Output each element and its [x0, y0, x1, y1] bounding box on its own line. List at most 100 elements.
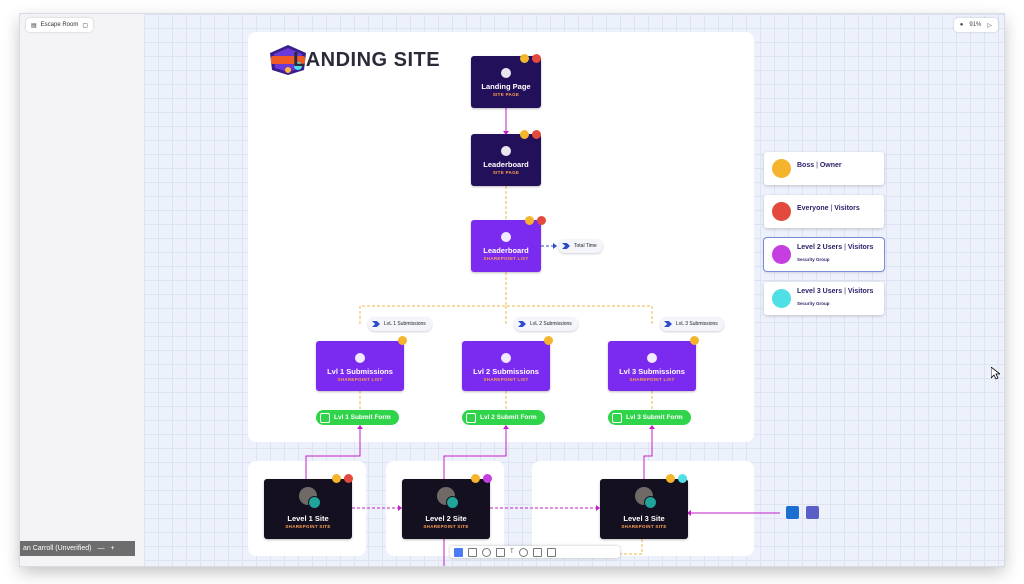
- cursor-icon: [991, 367, 1000, 380]
- connectors: [305, 108, 780, 566]
- node-level1-site[interactable]: Level 1 Site SHAREPOINT SITE: [264, 479, 352, 539]
- node-title: Leaderboard: [483, 246, 529, 255]
- more-tools-icon[interactable]: [546, 547, 556, 557]
- present-icon[interactable]: ▷: [987, 22, 992, 29]
- select-tool-icon[interactable]: [454, 547, 463, 557]
- flow-arrow-icon: [664, 321, 672, 327]
- tab-title[interactable]: Escape Room: [40, 22, 79, 28]
- outlook-icon[interactable]: [786, 506, 799, 519]
- node-title: Level 2 Site: [425, 514, 467, 523]
- connector-site1-form: [305, 426, 361, 479]
- node-subtitle: SHAREPOINT LIST: [483, 377, 529, 382]
- node-subtitle: SITE PAGE: [492, 92, 520, 97]
- legend-sub: Security Group: [797, 257, 830, 262]
- lvl1-submit-form[interactable]: Lvl 1 Submit Form: [316, 410, 399, 425]
- node-level3-site[interactable]: Level 3 Site SHAREPOINT SITE: [600, 479, 688, 539]
- sharepoint-icon: [446, 496, 459, 509]
- zoom-level[interactable]: 91%: [969, 22, 982, 28]
- owner-badge: [525, 216, 534, 225]
- flow-lvl3[interactable]: LvL 3 Submissions: [660, 317, 724, 331]
- owner-badge: [398, 336, 407, 345]
- people-icon: [772, 289, 791, 308]
- drawing-toolbar[interactable]: T: [450, 546, 620, 558]
- node-title: Level 3 Site: [623, 514, 665, 523]
- avatar-icon[interactable]: ●: [959, 22, 964, 28]
- plus-icon[interactable]: +: [110, 545, 115, 552]
- owner-badge: [520, 130, 529, 139]
- node-title: Lvl 1 Submissions: [327, 367, 393, 376]
- shape-tool-icon[interactable]: [482, 547, 491, 557]
- node-subtitle: SHAREPOINT LIST: [483, 256, 529, 261]
- page-icon: [501, 146, 511, 156]
- connector-site2-form: [443, 426, 507, 479]
- node-title: Landing Page: [481, 82, 531, 91]
- view-controls[interactable]: ● 91% ▷: [953, 18, 998, 32]
- legend-label: Everyone | Visitors: [797, 205, 860, 212]
- page-title: LANDING SITE: [293, 49, 441, 71]
- app-menu-icon[interactable]: ▤: [31, 22, 37, 29]
- node-subtitle: SHAREPOINT LIST: [629, 377, 675, 382]
- minus-icon[interactable]: —: [97, 545, 105, 552]
- frame-tool-icon[interactable]: [468, 547, 477, 557]
- level3-users-badge: [678, 474, 687, 483]
- node-title: Lvl 2 Submissions: [473, 367, 539, 376]
- legend-label: Level 3 Users | Visitors: [797, 288, 874, 295]
- flow-lvl1[interactable]: LvL 1 Submissions: [368, 317, 432, 331]
- lvl2-submit-form[interactable]: Lvl 2 Submit Form: [462, 410, 545, 425]
- everyone-badge: [532, 54, 541, 63]
- form-label: Lvl 2 Submit Form: [480, 414, 537, 421]
- list-icon: [647, 353, 657, 363]
- pen-tool-icon[interactable]: [496, 547, 505, 557]
- text-tool-icon[interactable]: T: [510, 549, 514, 555]
- node-level2-site[interactable]: Level 2 Site SHAREPOINT SITE: [402, 479, 490, 539]
- node-subtitle: SHAREPOINT LIST: [337, 377, 383, 382]
- legend-level3-users[interactable]: Level 3 Users | Visitors Security Group: [764, 282, 884, 315]
- flow-label: Total Time: [574, 243, 597, 249]
- list-icon: [501, 232, 511, 242]
- app-window: ▤ Escape Room ▢ an Carroll (Unverified) …: [20, 14, 1004, 566]
- flow-lvl2[interactable]: LvL 2 Submissions: [514, 317, 578, 331]
- node-lvl2-submissions[interactable]: Lvl 2 Submissions SHAREPOINT LIST: [462, 341, 550, 391]
- node-lvl1-submissions[interactable]: Lvl 1 Submissions SHAREPOINT LIST: [316, 341, 404, 391]
- legend-level2-users[interactable]: Level 2 Users | Visitors Security Group: [763, 237, 885, 272]
- node-subtitle: SHAREPOINT SITE: [621, 524, 667, 529]
- flow-label: LvL 3 Submissions: [676, 321, 718, 327]
- flow-label: LvL 1 Submissions: [384, 321, 426, 327]
- comment-tool-icon[interactable]: [518, 547, 528, 557]
- lvl3-submit-form[interactable]: Lvl 3 Submit Form: [608, 410, 691, 425]
- node-leaderboard-list[interactable]: Leaderboard SHAREPOINT LIST: [471, 220, 541, 272]
- connector-site3-down: [612, 539, 643, 555]
- flow-arrow-icon: [372, 321, 380, 327]
- site-avatar: [437, 487, 459, 509]
- sharepoint-icon: [308, 496, 321, 509]
- tab-bar[interactable]: ▤ Escape Room ▢: [26, 18, 94, 32]
- node-subtitle: SHAREPOINT SITE: [285, 524, 331, 529]
- node-leaderboard-page[interactable]: Leaderboard SITE PAGE: [471, 134, 541, 186]
- level2-users-badge: [483, 474, 492, 483]
- flow-total-time[interactable]: Total Time: [558, 239, 603, 253]
- legend-everyone-visitors[interactable]: Everyone | Visitors: [764, 195, 884, 228]
- owner-badge: [544, 336, 553, 345]
- node-landing-page[interactable]: Landing Page SITE PAGE: [471, 56, 541, 108]
- form-icon: [320, 412, 330, 423]
- list-icon: [501, 353, 511, 363]
- sticky-tool-icon[interactable]: [532, 547, 542, 557]
- form-icon: [612, 412, 622, 423]
- node-title: Level 1 Site: [287, 514, 329, 523]
- teams-icon[interactable]: [806, 506, 819, 519]
- user-chip[interactable]: an Carroll (Unverified) — +: [20, 541, 135, 556]
- form-icon: [466, 412, 476, 423]
- site-avatar: [635, 487, 657, 509]
- user-name: an Carroll (Unverified): [23, 545, 92, 552]
- everyone-badge: [532, 130, 541, 139]
- owner-badge: [690, 336, 699, 345]
- node-lvl3-submissions[interactable]: Lvl 3 Submissions SHAREPOINT LIST: [608, 341, 696, 391]
- flow-label: LvL 2 Submissions: [530, 321, 572, 327]
- sharepoint-icon: [644, 496, 657, 509]
- board-icon[interactable]: ▢: [82, 22, 89, 29]
- node-title: Lvl 3 Submissions: [619, 367, 685, 376]
- owner-badge: [666, 474, 675, 483]
- legend-boss-owner[interactable]: Boss | Owner: [764, 152, 884, 185]
- connector-site3-form: [643, 426, 653, 479]
- flow-arrow-icon: [562, 243, 570, 249]
